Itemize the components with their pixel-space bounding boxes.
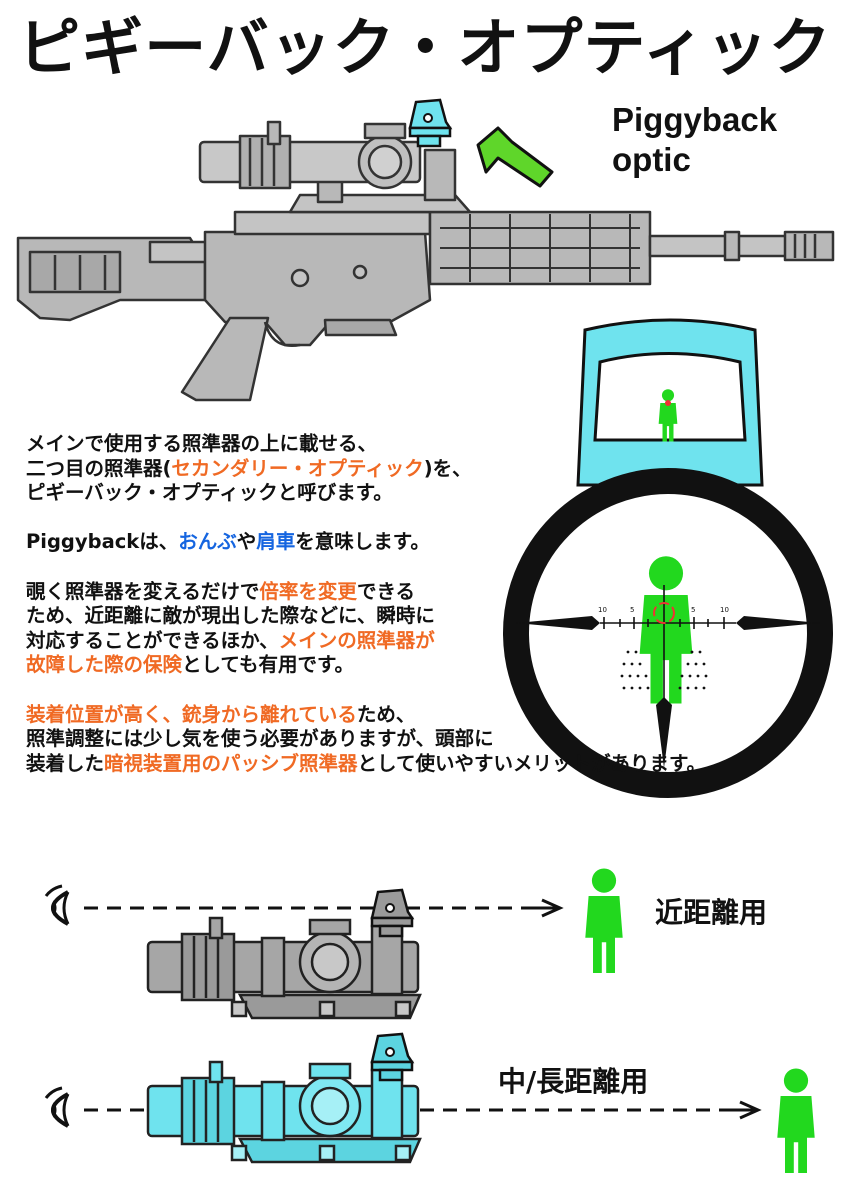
arrow-icon (524, 898, 564, 918)
text-segment: 照準調整には少し気を使う必要がありますが、頭部に (26, 727, 494, 751)
person-icon (777, 1068, 815, 1173)
arrow-icon (476, 126, 554, 188)
text-segment: として使いやすいメリットがあります。 (357, 751, 706, 775)
paragraph: Piggybackは、おんぶや肩車を意味します。 (26, 530, 826, 555)
mid-long-range-diagram (44, 1032, 815, 1173)
text-segment: ため、近距離に敵が現出した際などに、瞬時に (26, 604, 435, 628)
text-segment: ピギーバック・オプティックと呼びます。 (26, 481, 393, 505)
paragraph: 覗く照準器を変えるだけで倍率を変更できるため、近距離に敵が現出した際などに、瞬時… (26, 580, 826, 678)
eye-icon (44, 884, 70, 926)
text-segment: メインで使用する照準器の上に載せる、 (26, 432, 378, 455)
rifle-illustration (16, 120, 835, 402)
close-range-diagram (44, 868, 623, 1020)
mid-long-range-label: 中/長距離用 (498, 1065, 649, 1098)
text-segment: Piggybackは、 (26, 530, 179, 554)
person-icon (585, 868, 623, 973)
highlighted-text: おんぶ (178, 530, 237, 554)
text-segment: 覗く照準器を変えるだけで (26, 579, 260, 603)
text-segment: を意味します。 (295, 530, 430, 554)
highlighted-text: 装着位置が高く、銃身から離れている (26, 702, 357, 726)
paragraph: メインで使用する照準器の上に載せる、二つ目の照準器(セカンダリー・オプティック)… (26, 432, 826, 506)
highlighted-text: セカンダリー・オプティック (171, 456, 424, 480)
reticle-tick-label: 5 (691, 606, 695, 614)
text-segment: 装着した (26, 751, 105, 775)
text-segment: できる (356, 579, 416, 603)
highlighted-text: 故障した際の保険 (26, 653, 183, 677)
reticle-tick-label: 5 (630, 606, 634, 614)
text-segment: 二つ目の照準器( (26, 456, 172, 480)
highlighted-text: 肩車 (256, 530, 296, 554)
text-segment: )を、 (423, 456, 472, 480)
highlighted-text: 暗視装置用のパッシブ照準器 (104, 751, 358, 775)
reticle-tick-label: 10 (598, 606, 607, 614)
arrow-icon (720, 1100, 762, 1120)
text-segment: 対応することができるほか、 (26, 628, 279, 652)
english-label-line: Piggyback (612, 101, 778, 138)
text-segment: としても有用です。 (182, 653, 355, 677)
red-dot-sight-icon (408, 98, 452, 148)
text-segment: ため、 (356, 702, 416, 726)
english-label: Piggyback optic (612, 100, 777, 180)
scope-view-illustration: 10 5 5 10 (503, 318, 833, 798)
eye-icon (44, 1086, 70, 1128)
paragraph: 装着位置が高く、銃身から離れているため、照準調整には少し気を使う必要がありますが… (26, 703, 826, 777)
text-segment: や (236, 530, 257, 554)
explanation-text: メインで使用する照準器の上に載せる、二つ目の照準器(セカンダリー・オプティック)… (26, 432, 826, 801)
reticle-tick-label: 10 (720, 606, 729, 614)
highlighted-text: メインの照準器が (278, 628, 435, 652)
page-title: ピギーバック・オプティック (18, 11, 832, 84)
highlighted-text: 倍率を変更 (259, 579, 357, 603)
close-range-label: 近距離用 (655, 896, 768, 929)
english-label-line: optic (612, 141, 691, 178)
